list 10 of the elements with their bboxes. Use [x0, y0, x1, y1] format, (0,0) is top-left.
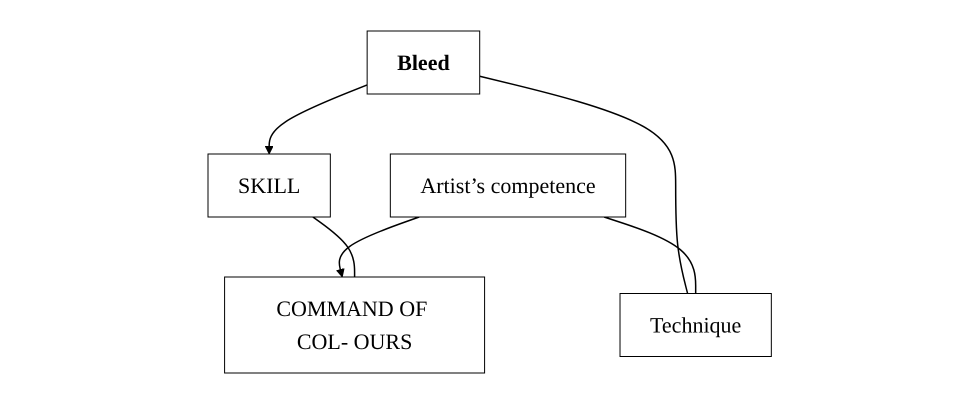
- node-box: SKILL: [208, 154, 332, 218]
- connector: [604, 216, 697, 294]
- connector: [480, 76, 689, 294]
- arrow: [336, 216, 420, 278]
- arrow: [265, 84, 368, 154]
- node-box: Bleed: [366, 30, 481, 94]
- node-box: COMMAND OF COL- OURS: [224, 276, 486, 374]
- node-box: Technique: [620, 293, 772, 357]
- connector: [312, 216, 356, 277]
- node-box: Artist’s competence: [390, 154, 626, 218]
